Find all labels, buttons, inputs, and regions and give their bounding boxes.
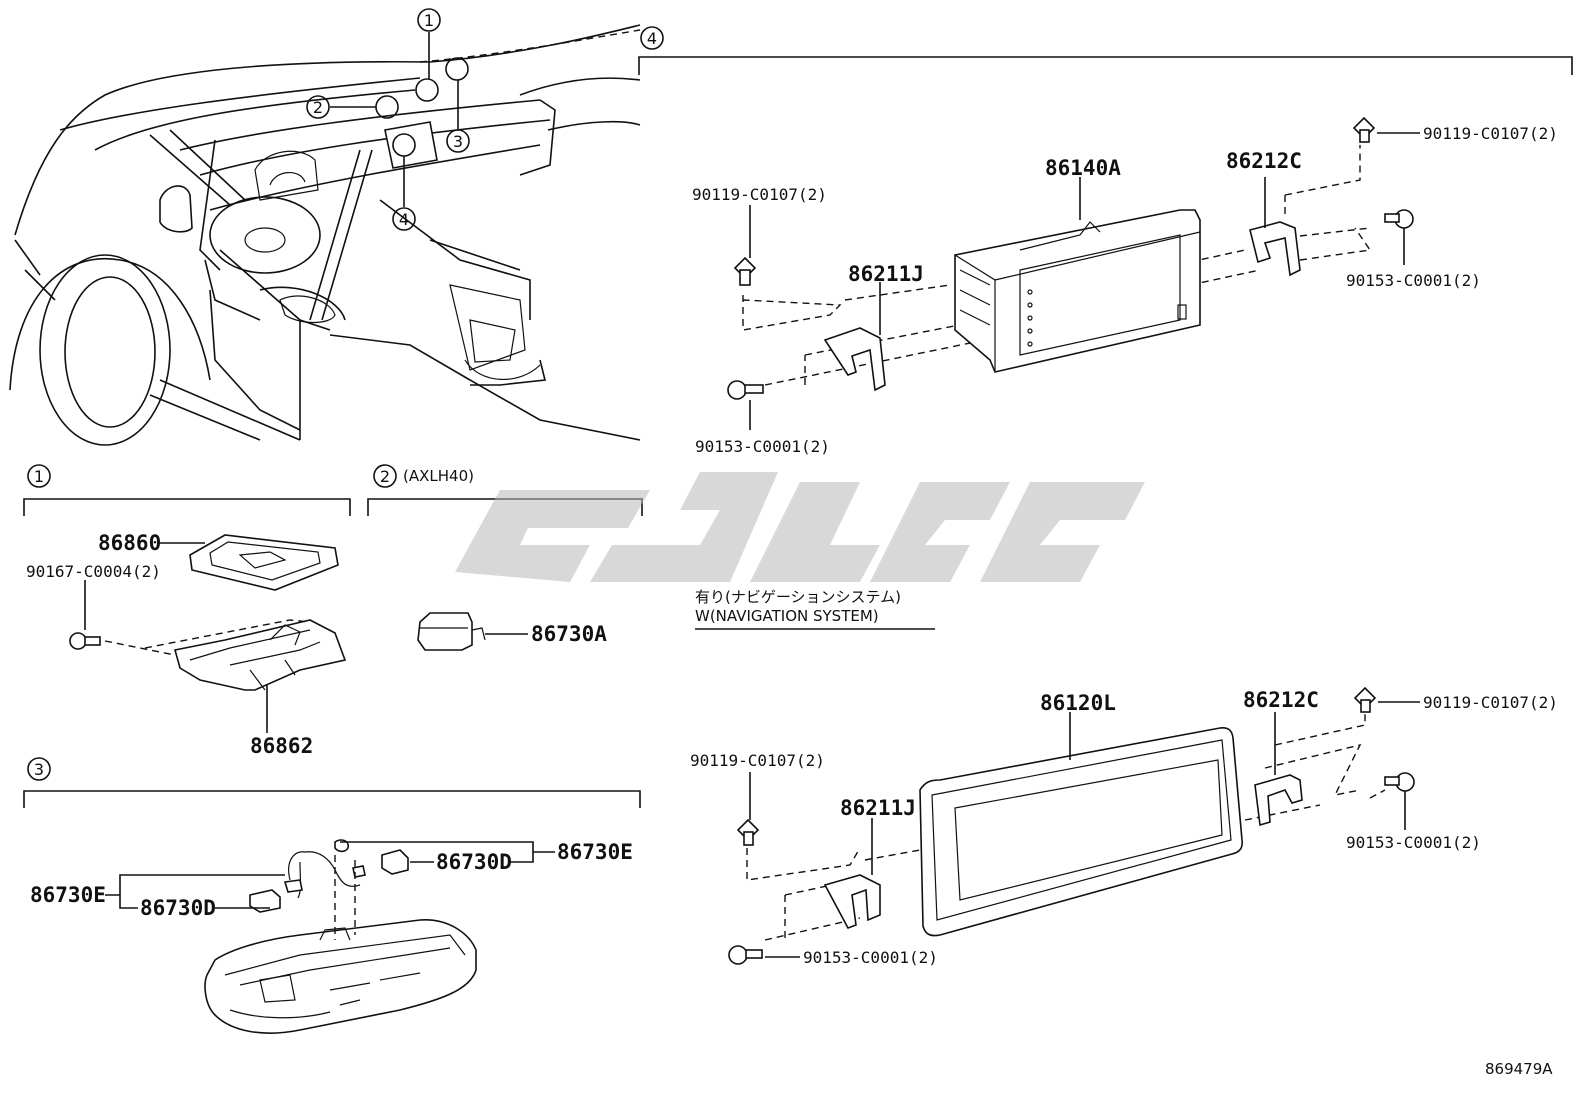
connector-86730D-right-icon <box>381 849 409 875</box>
label-86730E-right: 86730E <box>557 840 633 864</box>
top-bolt-left-icon <box>733 256 757 286</box>
label-top-screw-left: 90153-C0001(2) <box>695 437 830 456</box>
svg-text:4: 4 <box>399 210 409 229</box>
svg-text:W(NAVIGATION SYSTEM): W(NAVIGATION SYSTEM) <box>695 607 879 625</box>
label-bot-bolt-left: 90119-C0107(2) <box>690 751 825 770</box>
callout-1: 1 <box>417 8 441 32</box>
svg-text:1: 1 <box>34 467 44 486</box>
label-top-86211J: 86211J <box>848 262 924 286</box>
top-bolt-right-icon <box>1352 116 1376 143</box>
label-bot-86212C: 86212C <box>1243 688 1319 712</box>
label-86860: 86860 <box>98 531 161 555</box>
svg-text:1: 1 <box>424 11 434 30</box>
section-2: 2 (AXLH40) 86730A <box>367 464 643 651</box>
label-90167: 90167-C0004(2) <box>26 562 161 581</box>
label-bot-86211J: 86211J <box>840 796 916 820</box>
bot-bolt-right-icon <box>1353 686 1377 713</box>
connector-86730D-left-icon <box>249 889 281 913</box>
label-bot-screw-left: 90153-C0001(2) <box>803 948 938 967</box>
diagram-code: 869479A <box>1485 1060 1553 1078</box>
bot-screw-right-icon <box>1384 772 1415 792</box>
label-86730E-left: 86730E <box>30 883 106 907</box>
svg-text:有り(ナビゲーションシステム): 有り(ナビゲーションシステム) <box>695 588 901 606</box>
watermark-logo <box>455 472 1145 582</box>
svg-text:2: 2 <box>380 467 390 486</box>
label-86862: 86862 <box>250 734 313 758</box>
section-1: 1 86860 90167-C0004(2) 86862 <box>23 464 351 758</box>
label-86140A: 86140A <box>1045 156 1121 180</box>
label-bot-screw-right: 90153-C0001(2) <box>1346 833 1481 852</box>
label-86120L: 86120L <box>1040 691 1116 715</box>
navigation-note: 有り(ナビゲーションシステム) W(NAVIGATION SYSTEM) <box>695 588 935 630</box>
section-4-header: 4 <box>638 26 1573 75</box>
section-3: 3 86730E 86730D 867 <box>23 757 641 1034</box>
bot-bolt-left-icon <box>736 818 760 846</box>
label-top-bolt-right: 90119-C0107(2) <box>1423 124 1558 143</box>
top-nav-assembly: 86140A 86212C 86211J 90119-C0107(2) 9011… <box>692 116 1558 456</box>
bottom-nav-assembly: 86120L 86212C 86211J 90119-C0107(2) 9011… <box>690 686 1558 967</box>
top-screw-left-icon <box>727 380 764 400</box>
svg-text:4: 4 <box>647 29 657 48</box>
label-86730D-left: 86730D <box>140 896 216 920</box>
callout-3: 3 <box>446 129 470 153</box>
screw-90167-icon <box>69 632 101 650</box>
callout-2: 2 <box>306 95 330 119</box>
label-86730A: 86730A <box>531 622 607 646</box>
label-bot-bolt-right: 90119-C0107(2) <box>1423 693 1558 712</box>
svg-text:(AXLH40): (AXLH40) <box>403 467 474 485</box>
label-top-bolt-left: 90119-C0107(2) <box>692 185 827 204</box>
label-top-screw-right: 90153-C0001(2) <box>1346 271 1481 290</box>
label-86730D-right: 86730D <box>436 850 512 874</box>
callout-4: 4 <box>392 207 416 231</box>
top-screw-right-icon <box>1384 209 1414 229</box>
bot-screw-left-icon <box>728 945 763 965</box>
svg-text:3: 3 <box>34 760 44 779</box>
svg-text:3: 3 <box>453 132 463 151</box>
car-interior-illustration: 1 2 3 4 <box>9 8 641 446</box>
label-top-86212C: 86212C <box>1226 149 1302 173</box>
svg-text:2: 2 <box>313 98 323 117</box>
